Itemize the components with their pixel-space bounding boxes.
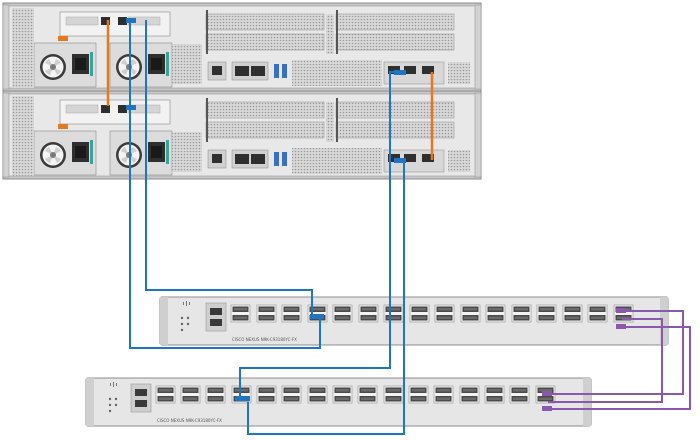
cables-orange [106,20,434,160]
switch-bottom: CISCO NEXUS N9K-C93180YC-FX [85,377,592,427]
fan-icon [40,142,66,168]
purple-connector [542,391,552,396]
fan-icon [40,54,66,80]
purple-connector [616,308,626,313]
purple-cable-2 [548,326,691,410]
power-supply-4 [109,130,173,176]
server-chassis-bottom [2,90,482,180]
blue-connector [126,105,136,110]
power-supply-3 [33,130,97,176]
blue-connector [394,158,406,163]
cables-blue [126,18,406,435]
switch-bottom-label: CISCO NEXUS N9K-C93180YC-FX [157,418,222,423]
blue-cable-4 [247,160,405,435]
cisco-logo-icon [110,382,117,387]
blue-connector [126,18,136,23]
switch-top-label: CISCO NEXUS N9K-C93180YC-FX [232,337,297,342]
purple-cable-1 [548,310,684,395]
status-leds [108,397,118,413]
switch-top: CISCO NEXUS N9K-C93180YC-FX [159,296,669,346]
blue-cable-1 [129,20,321,349]
purple-cable-3 [548,318,663,403]
cisco-logo-icon [183,301,190,306]
status-leds [180,316,190,332]
blue-connector [236,396,250,401]
blue-connector [394,70,406,75]
blue-connector [310,314,324,319]
purple-connector [542,406,552,411]
cables-purple [542,308,691,411]
server-chassis-top [2,2,482,92]
blue-cable-2 [145,20,313,318]
purple-connector [616,324,626,329]
power-supply-1 [33,42,97,88]
power-supply-2 [109,42,173,88]
blue-cable-3 [239,71,394,400]
